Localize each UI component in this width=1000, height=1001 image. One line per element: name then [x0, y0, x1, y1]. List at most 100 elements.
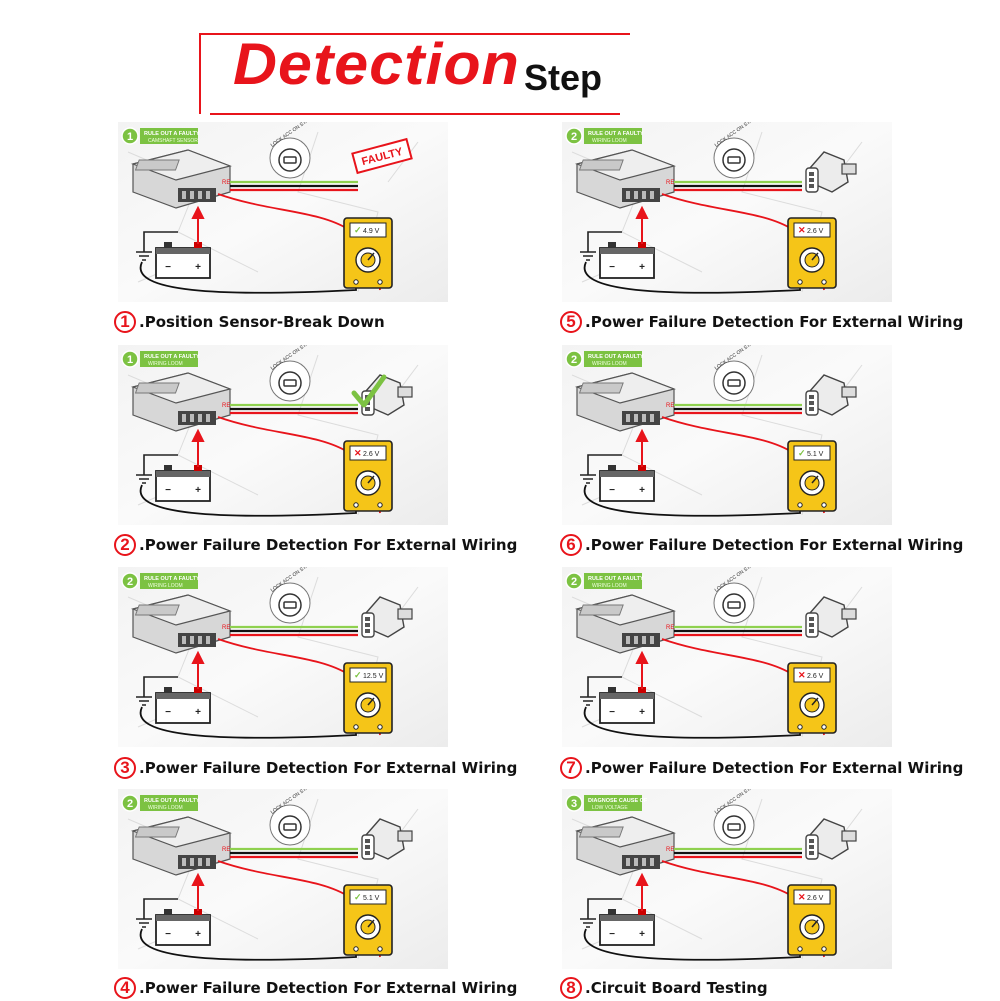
- multimeter-icon: ✓ 5.1 V: [787, 440, 837, 512]
- ecu-unit-icon: [130, 149, 232, 209]
- supply-arrow: [635, 650, 649, 689]
- sensor-wires: [674, 403, 802, 415]
- step-caption-text: .Power Failure Detection For External Wi…: [139, 979, 518, 997]
- camshaft-sensor-icon: [361, 818, 413, 860]
- battery-icon: − +: [599, 687, 655, 724]
- step-number-badge: 5: [560, 311, 582, 333]
- step-tag: 3 DIAGNOSE CAUSE OF LOW VOLTAGE: [565, 794, 648, 812]
- svg-text:+: +: [195, 485, 201, 496]
- step-panel-5: RE 2 RULE OUT A FAULTY WIRING LOOM LOCK …: [562, 114, 892, 302]
- ecu-unit-icon: [574, 594, 676, 654]
- step-panel-6: RE 2 RULE OUT A FAULTY WIRING LOOM LOCK …: [562, 337, 892, 525]
- ground-symbol-icon: [136, 231, 178, 261]
- svg-text:RULE OUT A FAULTY: RULE OUT A FAULTY: [144, 798, 200, 804]
- cross-icon: ✕: [798, 670, 806, 680]
- svg-text:2: 2: [127, 576, 133, 588]
- camshaft-sensor-icon: [361, 596, 413, 638]
- step-panel-1: RE 1 RULE OUT A FAULTY CAMSHAFT SENSOR L…: [118, 114, 448, 302]
- ecu-unit-icon: [574, 149, 676, 209]
- multimeter-icon: ✓ 4.9 V: [343, 217, 393, 289]
- svg-text:LOW VOLTAGE: LOW VOLTAGE: [592, 805, 628, 811]
- multimeter-icon: ✓ 12.5 V: [343, 662, 393, 734]
- step-caption-text: .Circuit Board Testing: [585, 979, 768, 997]
- sensor-wires: [230, 403, 358, 415]
- multimeter-icon: ✕ 2.6 V: [343, 440, 393, 512]
- pin-label: RE: [222, 625, 230, 631]
- step-caption-2: 2.Power Failure Detection For External W…: [114, 532, 517, 558]
- ecu-unit-icon: [574, 372, 676, 432]
- svg-text:RULE OUT A FAULTY: RULE OUT A FAULTY: [144, 354, 200, 360]
- pin-label: RE: [666, 180, 674, 186]
- multimeter-icon: ✕ 2.6 V: [787, 217, 837, 289]
- supply-arrow: [191, 205, 205, 244]
- header-frame: [199, 33, 630, 115]
- svg-text:−: −: [165, 262, 171, 273]
- step-panel-4: RE 2 RULE OUT A FAULTY WIRING LOOM LOCK …: [118, 781, 448, 969]
- meter-reading: 2.6 V: [807, 228, 824, 235]
- meter-reading: 2.6 V: [363, 451, 380, 458]
- step-number-badge: 4: [114, 977, 136, 999]
- svg-text:3: 3: [571, 798, 577, 810]
- svg-text:RULE OUT A FAULTY: RULE OUT A FAULTY: [144, 576, 200, 582]
- svg-text:RULE OUT A FAULTY: RULE OUT A FAULTY: [588, 131, 644, 137]
- battery-icon: − +: [599, 909, 655, 946]
- camshaft-sensor-icon: [805, 596, 857, 638]
- step-tag: 2 RULE OUT A FAULTY WIRING LOOM: [565, 350, 644, 368]
- ground-symbol-icon: [136, 898, 178, 928]
- camshaft-sensor-icon: [805, 374, 857, 416]
- svg-text:+: +: [195, 929, 201, 940]
- step-tag: 2 RULE OUT A FAULTY WIRING LOOM: [565, 572, 644, 590]
- step-caption-text: .Power Failure Detection For External Wi…: [139, 759, 518, 777]
- step-tag: 1 RULE OUT A FAULTY CAMSHAFT SENSOR: [121, 127, 200, 145]
- svg-text:+: +: [639, 707, 645, 718]
- page-title: Detection: [233, 32, 520, 97]
- diagram-svg: RE 2 RULE OUT A FAULTY WIRING LOOM LOCK …: [562, 337, 892, 525]
- ground-symbol-icon: [580, 231, 622, 261]
- svg-text:RULE OUT A FAULTY: RULE OUT A FAULTY: [144, 131, 200, 137]
- supply-arrow: [191, 428, 205, 467]
- step-caption-3: 3.Power Failure Detection For External W…: [114, 755, 517, 781]
- step-caption-text: .Power Failure Detection For External Wi…: [585, 313, 964, 331]
- diagram-svg: RE 1 RULE OUT A FAULTY CAMSHAFT SENSOR L…: [118, 114, 448, 302]
- svg-text:−: −: [165, 485, 171, 496]
- step-caption-text: .Position Sensor-Break Down: [139, 313, 385, 331]
- cross-icon: ✕: [354, 448, 362, 458]
- svg-text:WIRING LOOM: WIRING LOOM: [592, 583, 627, 589]
- svg-text:2: 2: [127, 798, 133, 810]
- pin-label: RE: [222, 180, 230, 186]
- pin-label: RE: [666, 625, 674, 631]
- ecu-unit-icon: [130, 594, 232, 654]
- supply-arrow: [635, 428, 649, 467]
- step-caption-7: 7.Power Failure Detection For External W…: [560, 755, 963, 781]
- pin-label: RE: [222, 847, 230, 853]
- step-number-badge: 2: [114, 534, 136, 556]
- camshaft-sensor-icon: [805, 151, 857, 193]
- sensor-wires: [230, 180, 358, 192]
- step-panel-3: RE 2 RULE OUT A FAULTY WIRING LOOM LOCK …: [118, 559, 448, 747]
- svg-text:WIRING LOOM: WIRING LOOM: [592, 138, 627, 144]
- ground-symbol-icon: [580, 676, 622, 706]
- ecu-unit-icon: [130, 816, 232, 876]
- svg-text:−: −: [609, 707, 615, 718]
- step-caption-4: 4.Power Failure Detection For External W…: [114, 975, 517, 1001]
- check-icon: ✓: [354, 670, 362, 680]
- cross-icon: ✕: [798, 225, 806, 235]
- svg-text:1: 1: [127, 354, 133, 366]
- svg-text:WIRING LOOM: WIRING LOOM: [148, 805, 183, 811]
- step-caption-5: 5.Power Failure Detection For External W…: [560, 309, 963, 335]
- checkmark-icon: [351, 374, 387, 408]
- page-subtitle: Step: [524, 57, 603, 98]
- svg-text:CAMSHAFT SENSOR: CAMSHAFT SENSOR: [148, 138, 198, 144]
- svg-text:WIRING LOOM: WIRING LOOM: [148, 583, 183, 589]
- battery-icon: − +: [155, 465, 211, 502]
- svg-text:2: 2: [571, 576, 577, 588]
- battery-icon: − +: [599, 465, 655, 502]
- step-panel-8: RE 3 DIAGNOSE CAUSE OF LOW VOLTAGE LOCK …: [562, 781, 892, 969]
- pin-label: RE: [666, 847, 674, 853]
- supply-arrow: [635, 205, 649, 244]
- ground-symbol-icon: [136, 454, 178, 484]
- step-panel-7: RE 2 RULE OUT A FAULTY WIRING LOOM LOCK …: [562, 559, 892, 747]
- faulty-stamp-icon: FAULTY: [351, 137, 413, 175]
- step-caption-8: 8.Circuit Board Testing: [560, 975, 768, 1001]
- pin-label: RE: [222, 403, 230, 409]
